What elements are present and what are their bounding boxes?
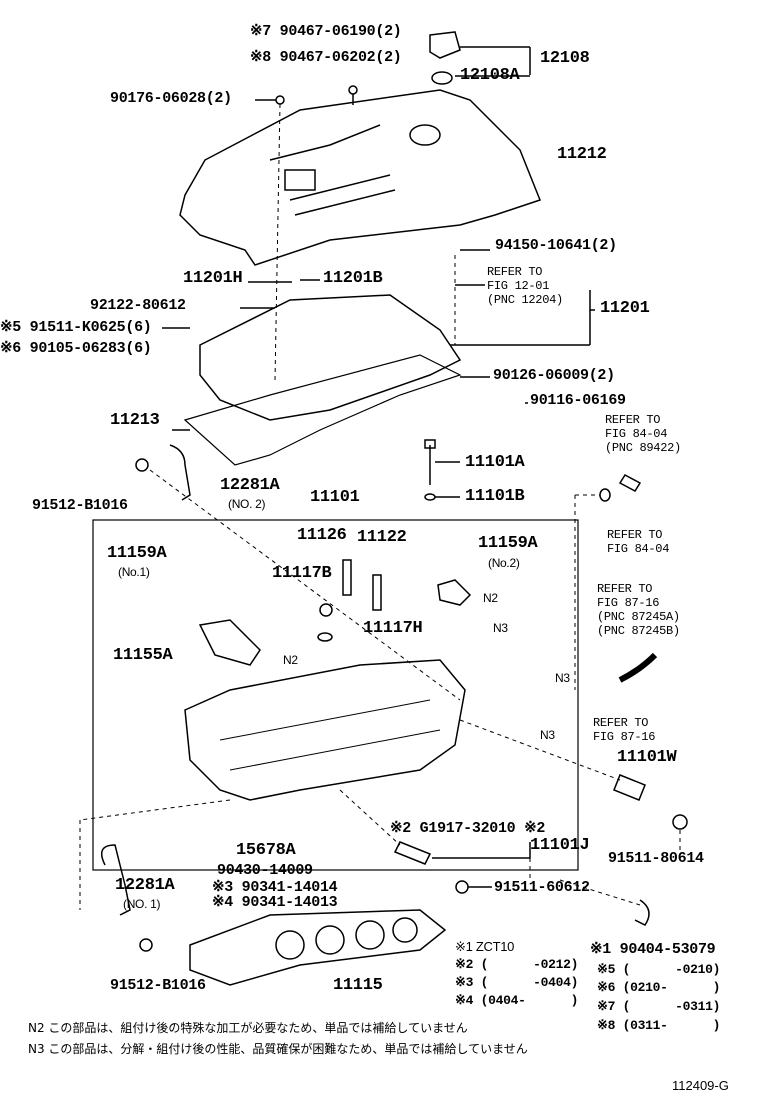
part-label-11159A-no2-sub: (No.2) xyxy=(488,556,520,570)
part-label-12281A-no2-sub: (NO. 2) xyxy=(228,497,266,511)
cylinder-head-cover-11201 xyxy=(199,294,462,421)
part-label-94150-10641: 94150-10641(2) xyxy=(495,237,617,254)
part-label-11201B: 11201B xyxy=(323,269,383,288)
part-label-11159A-no1-sub: (No.1) xyxy=(118,565,150,579)
refer-fig-12-01[interactable]: REFER TO FIG 12-01 (PNC 12204) xyxy=(487,265,563,307)
head-gasket-11115 xyxy=(189,909,447,986)
part-label-11212: 11212 xyxy=(557,145,607,164)
part-label-91511-80614: 91511-80614 xyxy=(608,850,704,867)
part-label-91512-B1016-top: 91512-B1016 xyxy=(32,497,128,514)
refer-fig-84-04-pnc[interactable]: REFER TO FIG 84-04 (PNC 89422) xyxy=(605,413,681,455)
note-n2: N2 この部品は、組付け後の特殊な加工が必要なため、単品では補給していません xyxy=(28,1021,468,1035)
applicability-item: ※4 (0404- ) xyxy=(455,993,579,1008)
part-label-12281A-no1-sub: (NO. 1) xyxy=(123,897,161,911)
part-label-90404-53079: ※1 90404-53079 xyxy=(590,941,716,958)
part-label-11126: 11126 xyxy=(297,526,347,545)
note-marker-n2: N2 xyxy=(283,653,298,667)
part-label-11201: 11201 xyxy=(600,299,650,318)
part-label-91511-60612: 91511-60612 xyxy=(494,879,590,896)
cylinder-head xyxy=(184,659,466,801)
part-label-90105-06283: ※6 90105-06283(6) xyxy=(0,340,152,357)
part-label-90430-14009: 90430-14009 xyxy=(217,862,313,879)
part-label-92122-80612: 92122-80612 xyxy=(90,297,186,314)
note-marker-n2: N2 xyxy=(483,591,498,605)
part-label-90467-06190: ※7 90467-06190(2) xyxy=(250,23,402,40)
part-label-12108: 12108 xyxy=(540,49,590,68)
refer-fig-87-16-pnc[interactable]: REFER TO FIG 87-16 (PNC 87245A) (PNC 872… xyxy=(597,582,680,638)
part-label-90176-06028: 90176-06028(2) xyxy=(110,90,232,107)
cylinder-head-assembly-box-11101 xyxy=(92,519,579,871)
applicability-item: ※6 (0210- ) xyxy=(597,980,721,995)
part-label-11101A: 11101A xyxy=(465,453,525,472)
ocv-11101J xyxy=(393,841,432,865)
camshaft-bearing-cap-no1 xyxy=(198,619,261,666)
note-marker-n3: N3 xyxy=(555,671,570,685)
gasket-11213 xyxy=(183,354,462,466)
part-label-11101W: 11101W xyxy=(617,748,677,767)
applicability-item: ※5 ( -0210) xyxy=(597,962,721,977)
ocv-11101W xyxy=(613,774,646,801)
engine-hanger-no1 xyxy=(100,844,131,916)
note-marker-n3: N3 xyxy=(540,728,555,742)
applicability-item: ※1 ZCT10 xyxy=(455,939,515,954)
part-label-15678A: 15678A xyxy=(236,841,296,860)
part-label-12281A-no2: 12281A xyxy=(220,476,280,495)
note-marker-n3: N3 xyxy=(493,621,508,635)
refer-fig-87-16[interactable]: REFER TO FIG 87-16 xyxy=(593,716,656,744)
applicability-item: ※7 ( -0311) xyxy=(597,999,721,1014)
part-label-11159A-no1: 11159A xyxy=(107,544,167,563)
oil-filler-cap xyxy=(429,31,461,59)
part-label-11201H: 11201H xyxy=(183,269,243,288)
part-label-91512-B1016-bottom: 91512-B1016 xyxy=(110,977,206,994)
part-label-11213: 11213 xyxy=(110,411,160,430)
part-label-11115: 11115 xyxy=(333,976,383,995)
part-label-11117H: 11117H xyxy=(363,619,423,638)
part-label-11101B: 11101B xyxy=(465,487,525,506)
refer-fig-84-04[interactable]: REFER TO FIG 84-04 xyxy=(607,528,670,556)
applicability-item: ※3 ( -0404) xyxy=(455,975,579,990)
note-n3: N3 この部品は、分解・組付け後の性能、品質確保が困難なため、単品では補給してい… xyxy=(28,1042,528,1056)
engine-hanger-no2 xyxy=(169,444,191,501)
part-label-12281A-no1: 12281A xyxy=(115,876,175,895)
part-label-90341-14014: ※3 90341-14014 xyxy=(212,879,338,896)
camshaft-bearing-cap-no2 xyxy=(437,579,472,606)
part-label-11159A-no2: 11159A xyxy=(478,534,538,553)
part-label-11122: 11122 xyxy=(357,528,407,547)
part-label-11101: 11101 xyxy=(310,488,360,507)
part-label-90116-06169: 90116-06169 xyxy=(530,392,626,409)
applicability-item: ※2 ( -0212) xyxy=(455,957,579,972)
part-label-G1917-32010: ※2 G1917-32010 ※2 xyxy=(390,820,546,837)
part-label-90341-14013: ※4 90341-14013 xyxy=(212,894,338,911)
part-label-11155A: 11155A xyxy=(113,646,173,665)
figure-id: 112409-G xyxy=(672,1078,729,1093)
applicability-item: ※8 (0311- ) xyxy=(597,1018,721,1033)
part-label-91511-K0625: ※5 91511-K0625(6) xyxy=(0,319,152,336)
part-label-90126-06009: 90126-06009(2) xyxy=(493,367,615,384)
part-label-11101J: 11101J xyxy=(530,836,590,855)
part-label-12108A: 12108A xyxy=(460,66,520,85)
part-label-90467-06202: ※8 90467-06202(2) xyxy=(250,49,402,66)
engine-cover-11212 xyxy=(179,89,541,266)
part-label-11117B: 11117B xyxy=(272,564,332,583)
